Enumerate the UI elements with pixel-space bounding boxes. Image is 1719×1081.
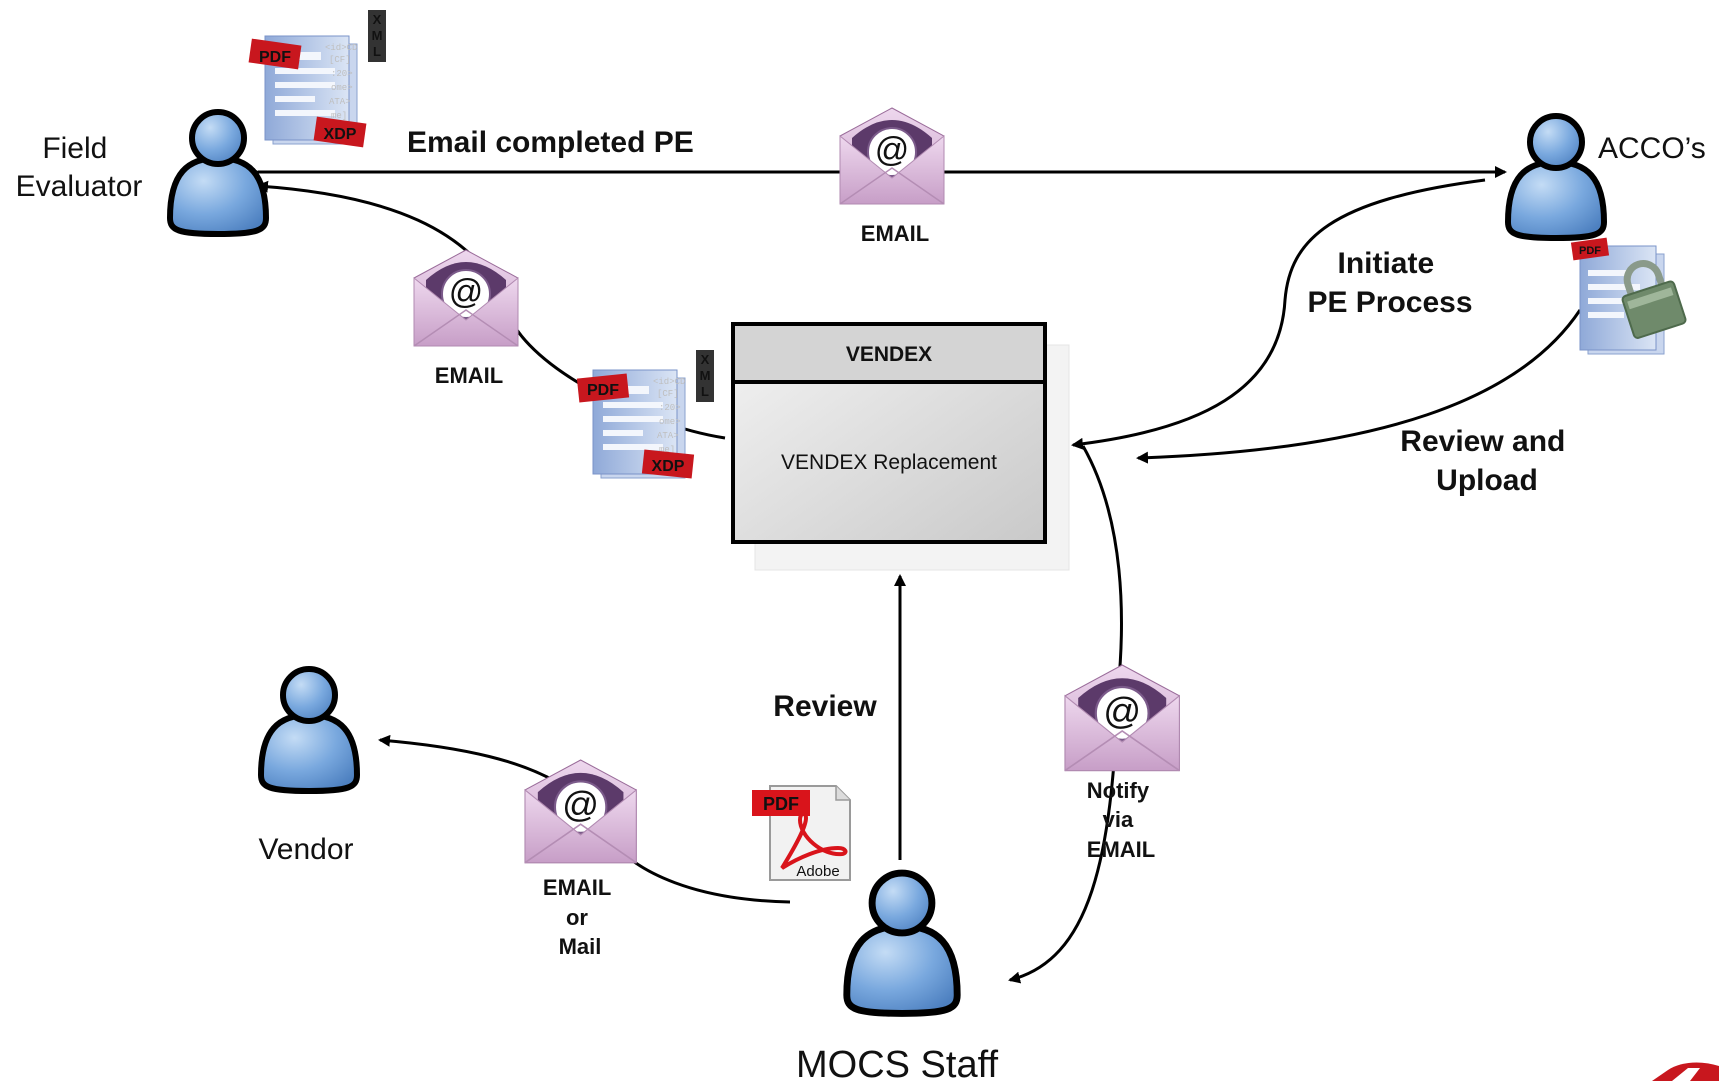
email-envelope-icon-vendor: @ (523, 758, 638, 864)
pdf-xdp-xml-document-icon-top: PDF XDP X M L (248, 10, 386, 148)
email-completed-pe-label: Email completed PE (407, 126, 694, 159)
svg-text:PDF: PDF (587, 382, 619, 399)
email-label-left: EMAIL (435, 363, 503, 388)
email-label-top: EMAIL (861, 221, 929, 246)
svg-text:L: L (373, 44, 381, 59)
svg-text:XDP: XDP (652, 458, 685, 475)
svg-text:X: X (373, 12, 382, 27)
vendor-label: Vendor (258, 833, 353, 866)
pdf-xdp-xml-document-icon-middle: PDF XDP X M L (576, 350, 714, 479)
mocs-staff-label: MOCS Staff (796, 1044, 998, 1081)
email-envelope-icon-notify: @ (1063, 663, 1181, 772)
corner-logo (1652, 1062, 1719, 1081)
initiate-pe-process-label: Initiate PE Process (1307, 247, 1472, 319)
review-label: Review (773, 690, 877, 723)
field-evaluator-label: Field Evaluator (16, 132, 143, 203)
review-and-upload-arrow (1136, 309, 1582, 464)
review-and-upload-label: Review and Upload (1400, 425, 1573, 497)
locked-pdf-document-icon: PDF (1570, 237, 1687, 355)
field-evaluator-person-icon (170, 112, 266, 234)
svg-text:M: M (372, 28, 383, 43)
vendex-system-box: VENDEX VENDEX Replacement (731, 322, 1070, 571)
svg-text:XDP: XDP (324, 126, 357, 143)
vendex-header: VENDEX (846, 343, 932, 366)
vendex-replacement-label: VENDEX Replacement (781, 451, 997, 474)
padlock-icon (1621, 260, 1687, 339)
svg-text:@: @ (1103, 689, 1141, 731)
adobe-pdf-icon: PDF Adobe (752, 785, 851, 881)
svg-text:L: L (701, 384, 709, 399)
svg-text:Adobe: Adobe (796, 863, 839, 880)
email-envelope-icon-left: @ (413, 249, 519, 347)
accos-label: ACCO’s (1598, 132, 1706, 165)
svg-text:M: M (700, 368, 711, 383)
svg-text:@: @ (562, 784, 599, 825)
vendor-person-icon (261, 669, 357, 791)
svg-text:@: @ (875, 131, 910, 169)
email-envelope-icon-top: @ (839, 107, 945, 205)
email-or-mail-label: EMAIL or Mail (543, 875, 617, 959)
mocs-staff-person-icon (847, 873, 957, 1013)
svg-text:PDF: PDF (1579, 245, 1601, 257)
svg-text:PDF: PDF (259, 49, 291, 66)
svg-text:PDF: PDF (763, 794, 799, 814)
accos-person-icon (1508, 116, 1604, 238)
initiate-pe-process-arrow (1071, 178, 1486, 450)
svg-text:X: X (701, 352, 710, 367)
svg-text:@: @ (449, 273, 484, 311)
notify-via-email-label: Notify via EMAIL (1087, 778, 1155, 862)
